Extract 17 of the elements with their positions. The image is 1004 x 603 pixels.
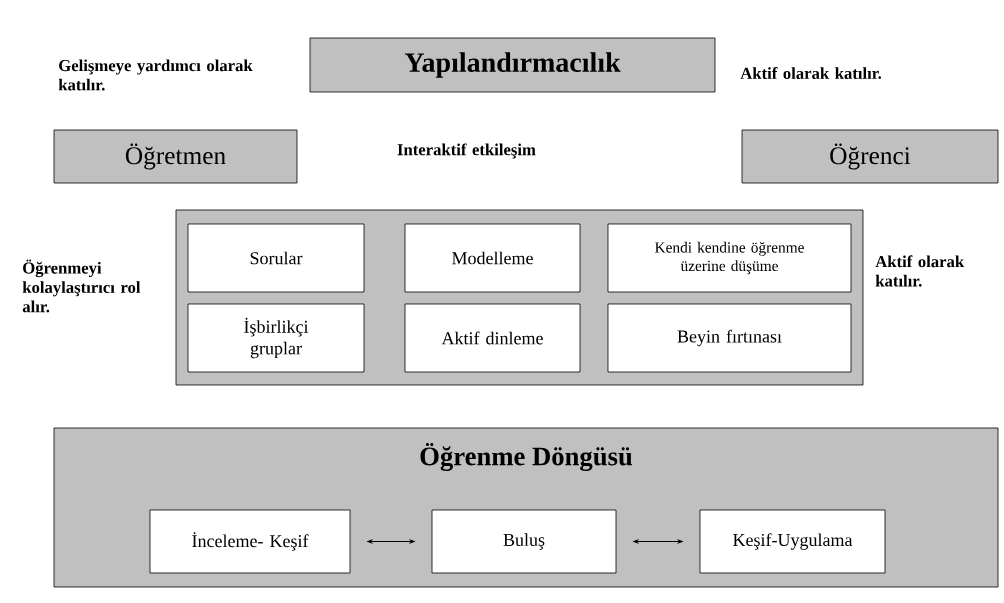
note-text: Aktif olarak katılır. (875, 255, 965, 287)
note-text: Aktif olarak katılır. (740, 67, 882, 79)
note-text: Gelişmeye yardımcı olarak katılır. (58, 59, 253, 91)
phase-box: İnceleme- Keşif (149, 509, 351, 574)
method-box: Aktif dinleme (404, 303, 581, 373)
phase-box: Buluş (431, 509, 617, 574)
title-box: Yapılandırmacılık (309, 37, 716, 93)
role-box: Öğrenci (741, 129, 999, 184)
role-box: Öğretmen (53, 129, 298, 184)
method-box: Beyin fırtınası (607, 303, 852, 373)
note-text: Interaktif etkileşim (397, 143, 536, 159)
note-text: Öğrenmeyi kolaylaştırıcı rol alır. (22, 259, 141, 313)
method-box: Modelleme (404, 223, 581, 293)
phase-box: Keşif-Uygulama (699, 509, 886, 574)
method-box: Sorular (187, 223, 365, 293)
method-box: İşbirlikçi gruplar (187, 303, 365, 373)
method-box: Kendi kendine öğrenme üzerine düşüme (607, 223, 852, 293)
